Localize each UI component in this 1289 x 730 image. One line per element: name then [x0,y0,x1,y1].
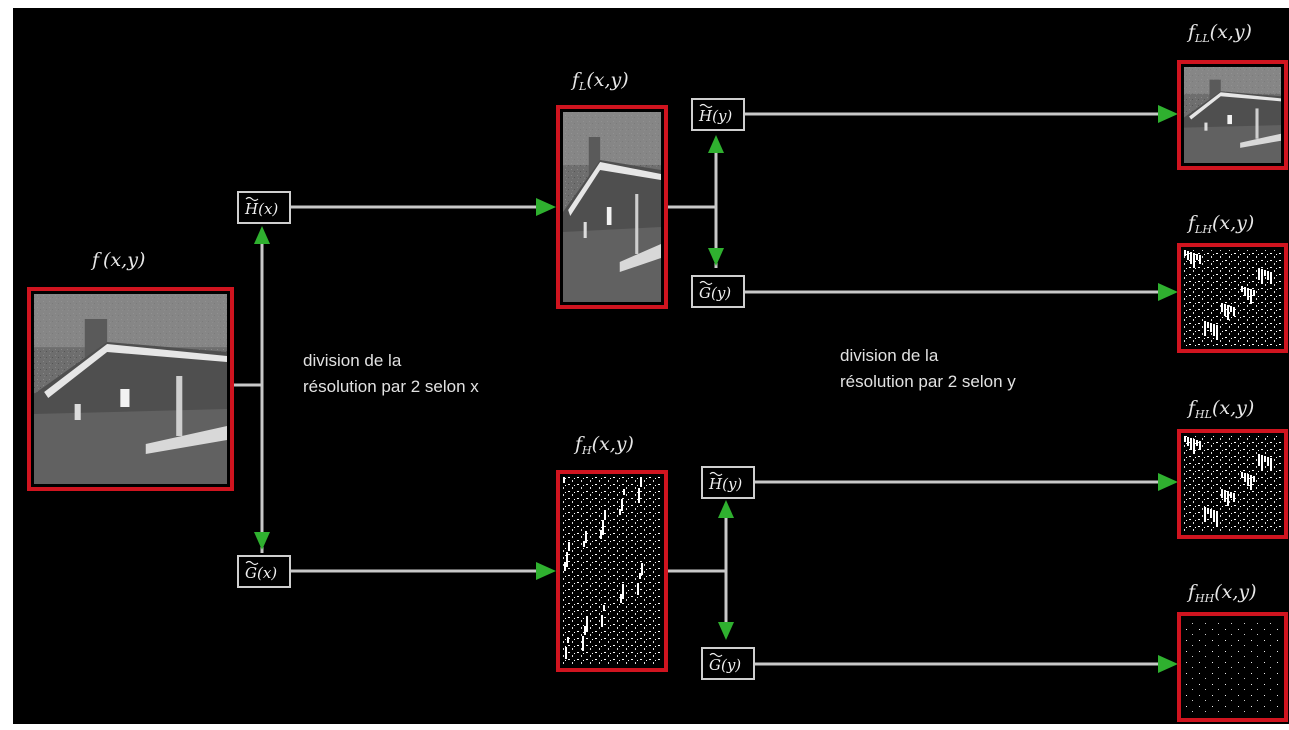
filter-hy-top: H(y) [692,99,744,130]
label-args: (x,y) [592,433,634,455]
filter-variable: (x) [257,564,277,582]
filter-symbol: H [244,200,259,218]
label-args: (x,y) [1212,397,1254,419]
label-subscript: LH [1194,223,1212,236]
image-hl [1179,431,1286,537]
arrowhead-to-L [536,198,556,216]
image-hh [1179,614,1286,720]
label-args: (x,y) [1214,581,1256,603]
arrowhead-to-HH [1158,655,1178,673]
image-label-ll: fLL(x,y) [1186,21,1252,45]
image-label-l: fL(x,y) [570,69,629,93]
detail-coefficients [1184,436,1281,532]
filter-gy-top: G(y) [692,276,744,307]
filter-gx: G(x) [238,556,290,587]
arrowhead-to-LL [1158,105,1178,123]
filter-hx: H(x) [238,192,290,223]
label-subscript: LL [1194,32,1210,45]
filter-gy-bot: G(y) [702,648,754,679]
arrowhead-up-hx [254,226,270,244]
filter-label: G(y) [699,284,731,302]
filter-variable: (y) [721,656,741,674]
description-x: division de la résolution par 2 selon x [303,351,479,396]
filter-label: G(y) [709,656,741,674]
description-y-line1: division de la [840,346,939,365]
description-x-line2: résolution par 2 selon x [303,377,479,396]
filter-label: H(y) [698,107,732,125]
arrowhead-down-gx [254,532,270,550]
label-args: (x,y) [586,69,628,91]
house-photo [34,294,227,484]
arrowhead-to-HL [1158,473,1178,491]
filter-symbol: H [698,107,713,125]
filter-symbol: G [709,656,721,674]
filter-hy-bot: H(y) [702,467,754,498]
description-y-line2: résolution par 2 selon y [840,372,1016,391]
detail-coefficients [1184,619,1281,715]
filter-symbol: G [245,564,257,582]
label-subscript: L [578,80,586,93]
filter-variable: (x) [258,200,278,218]
filter-label: H(x) [244,200,278,218]
filter-variable: (y) [712,107,732,125]
image-label-hl: fHL(x,y) [1186,397,1254,421]
filter-variable: (y) [711,284,731,302]
detail-coefficients [1184,250,1281,346]
filter-label: H(y) [708,475,742,493]
arrowhead-to-LH [1158,283,1178,301]
filter-variable: (y) [722,475,742,493]
label-subscript: HH [1194,592,1215,605]
label-args: (x,y) [1212,212,1254,234]
filter-symbol: G [699,284,711,302]
arrowhead-down-gy-top [708,248,724,266]
label-args: (x,y) [103,249,145,271]
description-y: division de la résolution par 2 selon y [840,346,1016,391]
label-subscript: HL [1194,408,1212,421]
image-l [558,107,666,307]
image-label-input: f(x,y) [90,249,145,271]
label-subscript: H [581,444,592,457]
detail-coefficients [563,477,661,665]
arrowhead-up-hy-top [708,135,724,153]
image-input [29,289,232,489]
image-label-lh: fLH(x,y) [1186,212,1254,236]
label-main: f [90,249,102,271]
description-x-line1: division de la [303,351,402,370]
image-label-hh: fHH(x,y) [1186,581,1257,605]
image-label-h: fH(x,y) [573,433,634,457]
image-ll [1179,62,1286,168]
image-h [558,472,666,670]
arrowhead-up-hy-bot [718,500,734,518]
house-photo [563,112,661,302]
filter-label: G(x) [245,564,277,582]
arrowhead-down-gy-bot [718,622,734,640]
image-lh [1179,245,1286,351]
label-args: (x,y) [1210,21,1252,43]
arrowhead-to-H [536,562,556,580]
filter-symbol: H [708,475,723,493]
house-photo [1184,67,1281,163]
